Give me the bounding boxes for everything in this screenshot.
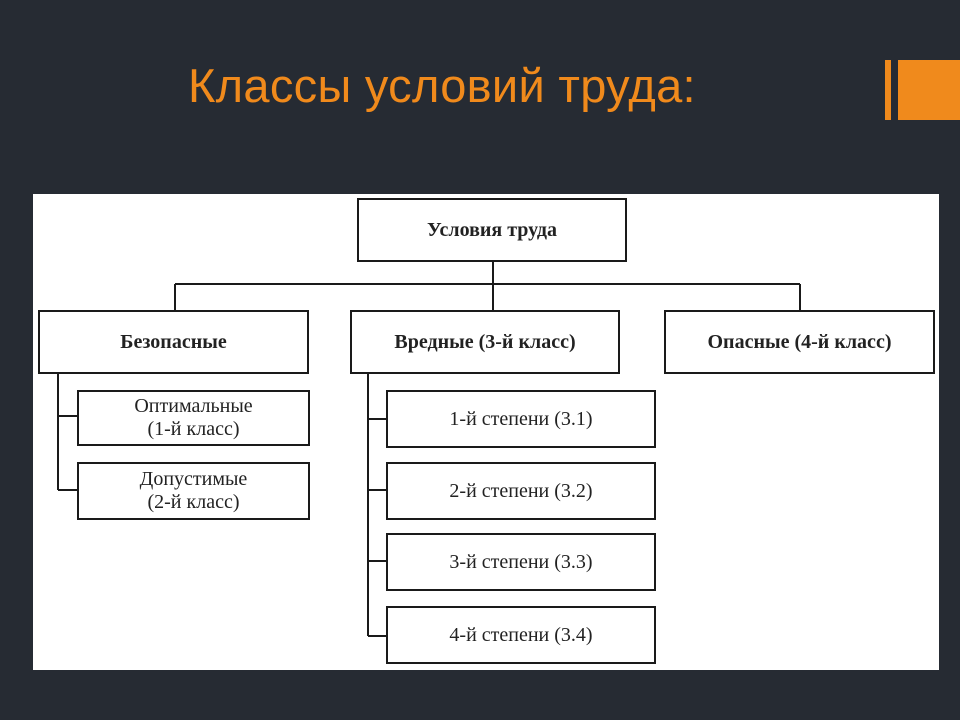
safe-child-acceptable-line2: (2-й класс) [147,491,240,513]
harmful-degree-1-label: 1-й степени (3.1) [449,407,593,430]
harmful-degree-1-box: 1-й степени (3.1) [386,390,656,448]
safe-child-optimal-line1: Оптимальные [134,395,253,417]
safe-child-optimal-line2: (1-й класс) [147,418,240,440]
category-safe-label: Безопасные [120,330,227,353]
harmful-degree-2-box: 2-й степени (3.2) [386,462,656,520]
harmful-degree-2-label: 2-й степени (3.2) [449,479,593,502]
category-safe-box: Безопасные [38,310,309,374]
root-label: Условия труда [426,218,558,241]
harmful-degree-3-box: 3-й степени (3.3) [386,533,656,591]
harmful-degree-4-label: 4-й степени (3.4) [449,623,593,646]
safe-child-acceptable-line1: Допустимые [139,468,248,490]
safe-child-acceptable-box: Допустимые (2-й класс) [77,462,310,520]
slide-title: Классы условий труда: [188,59,696,112]
safe-child-optimal-box: Оптимальные (1-й класс) [77,390,310,446]
harmful-degree-4-box: 4-й степени (3.4) [386,606,656,664]
connector-lines [57,261,801,637]
category-dangerous-box: Опасные (4-й класс) [664,310,935,374]
category-harmful-box: Вредные (3-й класс) [350,310,620,374]
root-box: Условия труда [357,198,627,262]
hierarchy-diagram: Условия труда Безопасные Вредные (3-й кл… [33,194,939,670]
harmful-degree-3-label: 3-й степени (3.3) [449,550,593,573]
category-dangerous-label: Опасные (4-й класс) [707,330,892,353]
accent-bar-thin [885,60,891,120]
category-harmful-label: Вредные (3-й класс) [394,330,576,353]
accent-bar-thick [898,60,960,120]
